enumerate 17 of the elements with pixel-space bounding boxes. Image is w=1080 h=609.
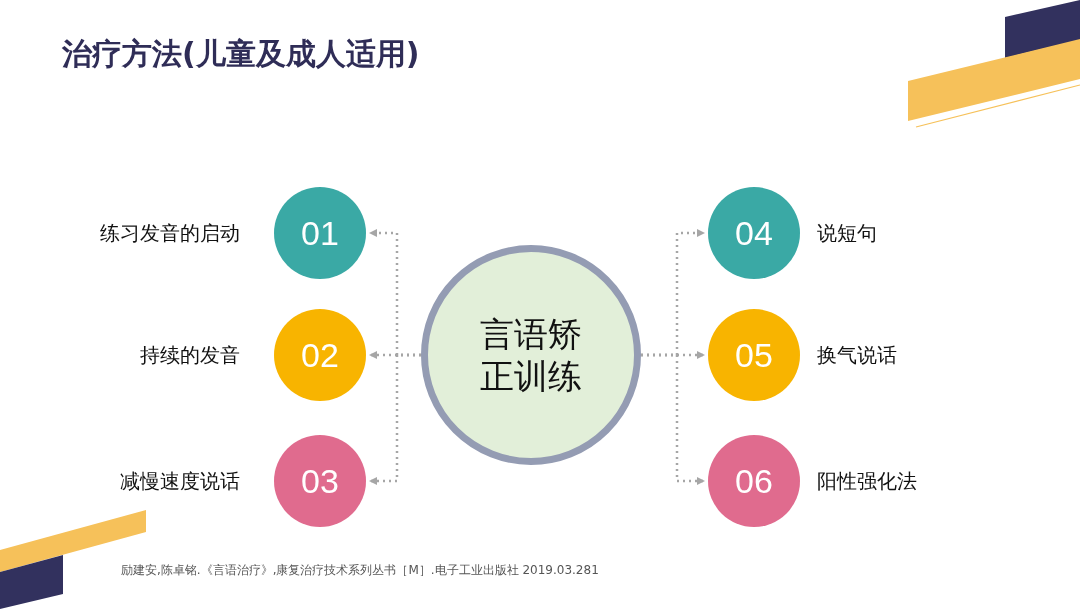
dotted-arrow: [641, 353, 705, 485]
center-circle: 言语矫正训练: [421, 245, 641, 465]
number-circle: 02: [274, 309, 366, 401]
dotted-arrow: [369, 353, 421, 485]
number-circle: 06: [708, 435, 800, 527]
reference-caption: 励建安,陈卓铭.《言语治疗》,康复治疗技术系列丛书［M］.电子工业出版社 2019.03.281: [121, 562, 599, 579]
number-circle: 05: [708, 309, 800, 401]
number-circle: 03: [274, 435, 366, 527]
number-circle: 01: [274, 187, 366, 279]
step-label: 说短句: [817, 219, 877, 247]
step-label: 持续的发音: [140, 341, 240, 369]
step-label: 换气说话: [817, 341, 897, 369]
step-label: 练习发音的启动: [100, 219, 240, 247]
number-circle: 04: [708, 187, 800, 279]
step-label: 减慢速度说话: [120, 467, 240, 495]
step-label: 阳性强化法: [817, 467, 917, 495]
slide-title: 治疗方法(儿童及成人适用): [62, 35, 420, 73]
